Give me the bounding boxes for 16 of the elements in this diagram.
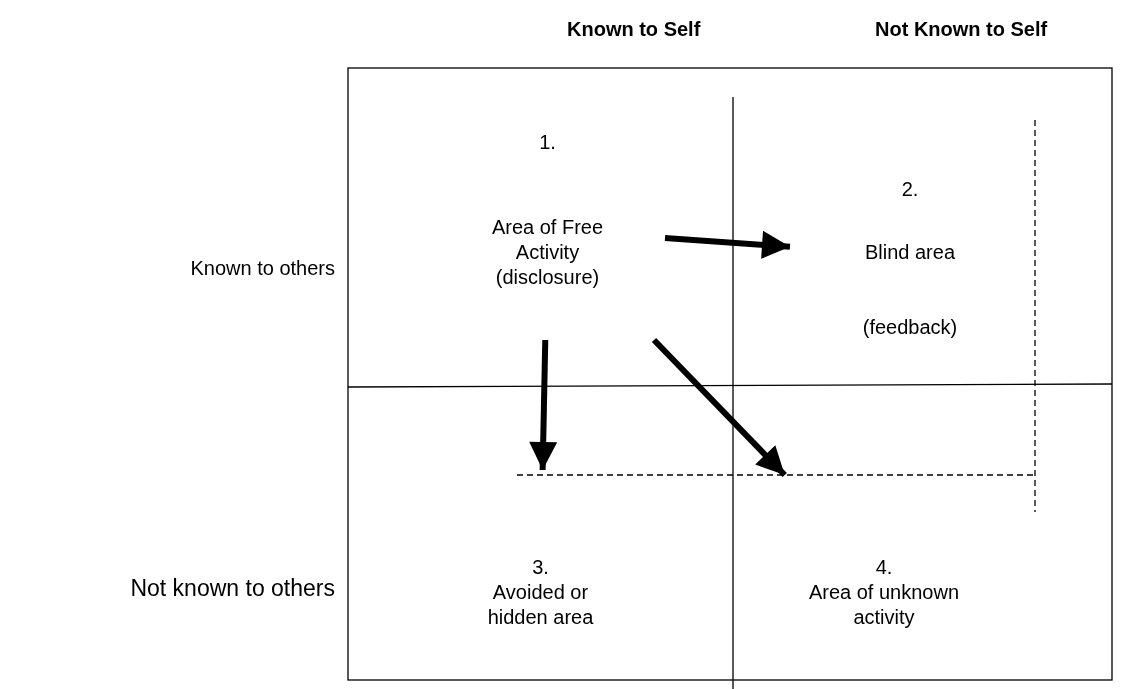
quadrant-text: Area of unknown activity (807, 580, 961, 630)
row-heading: Not known to others (130, 575, 335, 602)
quadrant-text: Avoided or hidden area (486, 580, 595, 630)
column-heading: Not Known to Self (875, 18, 1048, 41)
row-heading: Known to others (190, 257, 335, 280)
quadrant-number: 4. (874, 555, 894, 580)
quadrant-text: (feedback) (861, 315, 959, 340)
quadrant-text: Area of Free Activity (disclosure) (490, 215, 605, 290)
quadrant-number: 1. (538, 130, 557, 155)
arrow (664, 230, 791, 259)
arrow (651, 337, 787, 478)
quadrant-text: Blind area (863, 240, 957, 265)
quadrant-number: 2. (900, 177, 920, 202)
column-heading: Known to Self (567, 18, 701, 41)
arrow (529, 339, 558, 471)
quadrant-number: 3. (531, 555, 550, 580)
